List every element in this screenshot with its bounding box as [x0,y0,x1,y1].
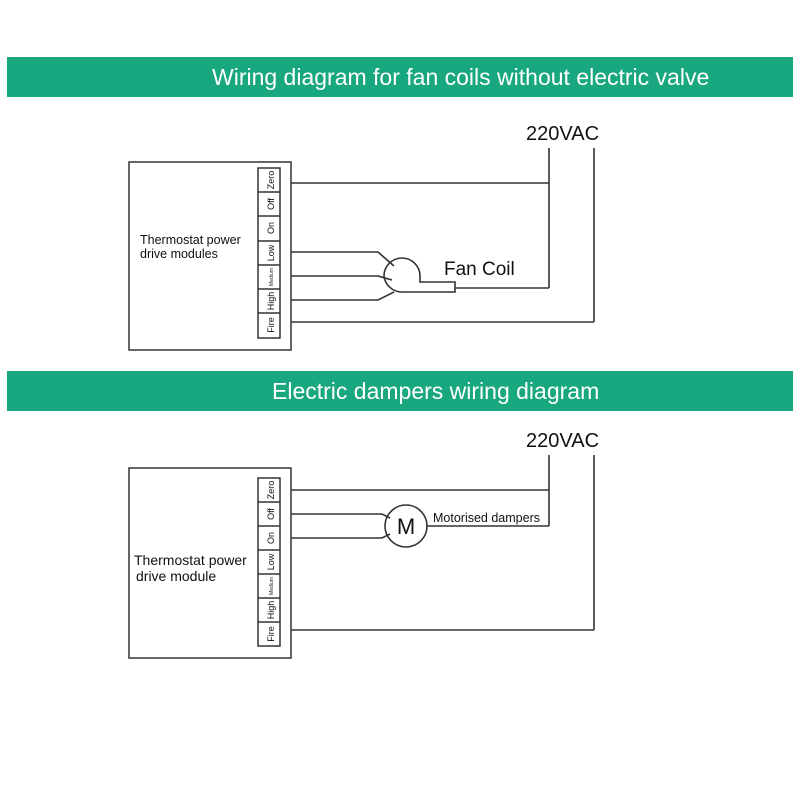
terminal-strip [257,167,281,339]
wire-medium [291,275,393,281]
wire-off [291,513,391,519]
section-title-dampers: Electric dampers wiring diagram [272,378,600,404]
terminal-label-on: On [266,222,276,234]
section-banner-fan-coil: Wiring diagram for fan coils without ele… [7,57,793,97]
wire-low [291,251,395,267]
terminal-label-on: On [266,532,276,544]
terminal-label-low: Low [266,553,276,570]
section-banner-dampers: Electric dampers wiring diagram [7,371,793,411]
terminal-label-high: High [266,292,276,311]
fan-coil-icon [383,257,456,293]
terminal-label-medium: Medium [269,268,275,286]
terminal-label-fire: Fire [266,317,276,333]
module-label-line1: Thermostat power [134,552,247,568]
module-label-line1: Thermostat power [140,233,241,247]
module-label-line2: drive module [136,568,216,584]
section-title-fan-coil: Wiring diagram for fan coils without ele… [212,64,710,90]
dampers-wiring-diagram: M Motorised dampers 220VAC Thermostat po… [128,430,599,659]
motor-symbol: M [397,514,415,539]
supply-label-220vac: 220VAC [526,123,599,145]
terminal-label-off: Off [266,508,276,520]
terminal-label-zero: Zero [266,171,276,190]
supply-label-220vac: 220VAC [526,430,599,452]
terminal-label-off: Off [266,198,276,210]
module-label-line2: drive modules [140,247,218,261]
terminal-label-high: High [266,601,276,620]
fan-coil-wiring-diagram: 220VAC Thermostat power drive modules Fa… [128,123,599,351]
terminal-label-fire: Fire [266,626,276,642]
fan-coil-label: Fan Coil [444,259,515,280]
terminal-label-medium: Medium [269,577,275,595]
terminal-strip [257,477,281,647]
terminal-label-zero: Zero [266,481,276,500]
thermostat-module-box [128,161,292,351]
motorised-dampers-label: Motorised dampers [433,511,540,525]
wire-on [291,533,391,539]
motor-icon [384,504,428,548]
thermostat-module-box [128,467,292,659]
terminal-label-low: Low [266,244,276,261]
wire-high [291,291,395,301]
